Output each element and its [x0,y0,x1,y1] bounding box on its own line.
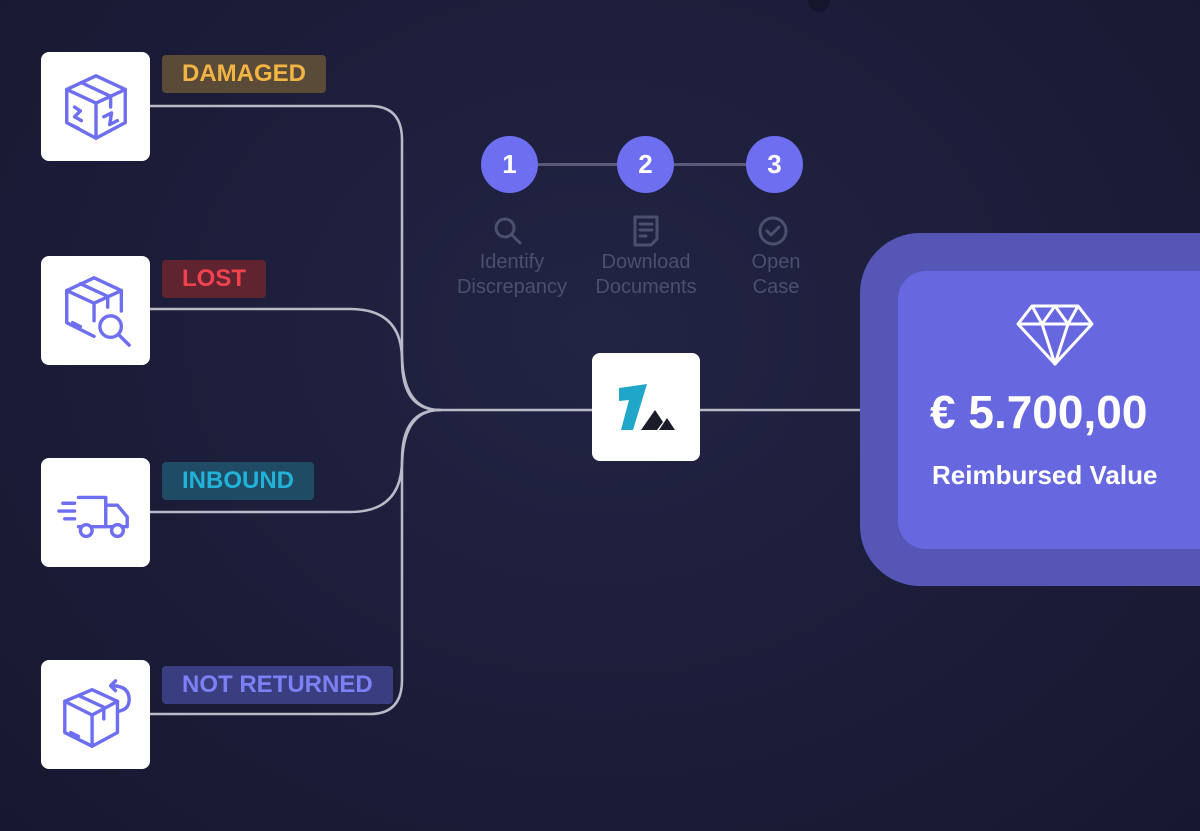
step-3-circle: 3 [746,136,803,193]
not-returned-card [41,660,150,769]
step-2-label-line2: Documents [595,276,697,298]
result-panel [898,271,1200,549]
search-icon [494,217,522,245]
step-connector-1-2 [536,163,619,166]
brand-logo-icon [619,384,675,430]
inbound-card [41,458,150,567]
step-connector-2-3 [673,163,748,166]
box-search-icon [64,275,131,347]
connector-not-returned [148,408,442,716]
diamond-icon [1016,304,1094,366]
connector-damaged [148,104,442,412]
tag-inbound: INBOUND [162,462,314,500]
step-3-label: Open Case [701,250,851,300]
box-return-icon [62,678,131,748]
tag-damaged: DAMAGED [162,55,326,93]
reimbursed-label: Reimbursed Value [932,460,1158,490]
lost-card [41,256,150,365]
step-2-circle: 2 [617,136,674,193]
reimbursed-amount: € 5.700,00 [930,386,1148,438]
document-icon [633,215,659,247]
step-1-label-line1: Identify [479,251,545,273]
step-2-label-line1: Download [601,251,691,273]
step-1-label-line2: Discrepancy [456,276,568,298]
tag-not-returned: NOT RETURNED [162,666,393,704]
step-3-label-line1: Open [751,251,801,273]
damaged-box-icon [64,73,127,140]
delivery-truck-icon [56,495,129,538]
connector-lost [148,307,442,412]
decorative-dot [808,0,830,12]
logo-card [592,353,700,461]
step-1-circle: 1 [481,136,538,193]
damaged-card [41,52,150,161]
check-circle-icon [758,216,788,246]
step-3-label-line2: Case [752,276,800,298]
tag-lost: LOST [162,260,266,298]
step-1-label: Identify Discrepancy [437,250,587,300]
step-2-label: Download Documents [571,250,721,300]
